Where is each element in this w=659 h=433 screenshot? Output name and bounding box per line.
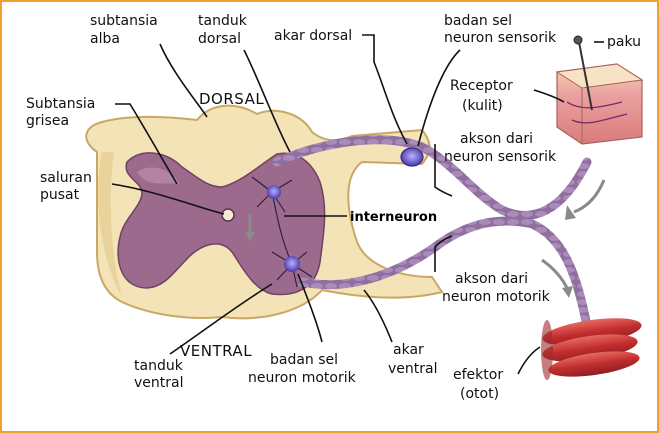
- motor-neuron-soma: [284, 256, 300, 272]
- label-dorsal: DORSAL: [199, 90, 264, 108]
- label-receptor: Receptor (kulit): [450, 78, 517, 114]
- label-badan-sel-sensorik: badan sel neuron sensorik: [444, 13, 557, 46]
- label-akar-ventral: akar ventral: [388, 342, 438, 377]
- label-badan-sel-motorik: badan sel neuron motorik: [248, 352, 357, 386]
- central-canal: [221, 208, 235, 222]
- label-akson-sensorik: akson dari neuron sensorik: [444, 131, 557, 165]
- dorsal-root-ganglion: [400, 147, 424, 167]
- label-efektor: efektor (otot): [453, 367, 508, 402]
- leader-lines: [111, 34, 604, 375]
- effector-muscle: [541, 318, 642, 380]
- label-akar-dorsal: akar dorsal: [274, 28, 352, 44]
- label-tanduk-ventral: tanduk ventral: [134, 358, 187, 391]
- dorsal-root: [272, 135, 592, 220]
- arrow-head-2: [245, 232, 255, 242]
- label-ventral: VENTRAL: [180, 342, 252, 360]
- label-interneuron: interneuron: [350, 210, 437, 225]
- label-akson-motorik: akson dari neuron motorik: [442, 271, 551, 305]
- gray-matter-highlight: [137, 167, 180, 184]
- arrow-head-1: [565, 205, 576, 220]
- label-saluran-pusat: saluran pusat: [40, 170, 96, 203]
- signal-direction-arrows: [248, 179, 606, 291]
- skin-receptor: [555, 63, 644, 145]
- ventral-root: [297, 216, 592, 332]
- white-matter-shading: [98, 152, 122, 297]
- label-subtansia-grisea: Subtansia grisea: [26, 96, 100, 129]
- nail-icon: [573, 35, 593, 111]
- arrow-head-3: [562, 286, 573, 298]
- label-subtansia-alba: subtansia alba: [90, 13, 162, 47]
- sensory-synapse-neuron: [267, 185, 281, 199]
- label-paku: paku: [607, 34, 641, 50]
- label-tanduk-dorsal: tanduk dorsal: [198, 13, 251, 47]
